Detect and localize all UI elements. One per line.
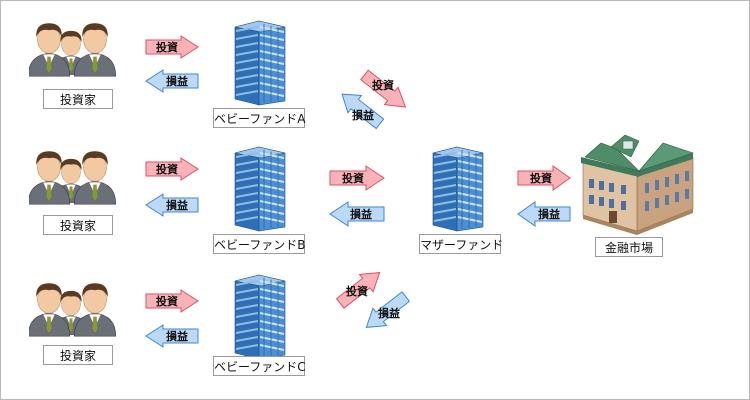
- baby-fund-building-b: [231, 141, 289, 237]
- profit-arrow-label: 損益: [378, 306, 400, 320]
- investment-arrow: 投資: [145, 35, 199, 59]
- profit-arrow: 損益: [145, 193, 199, 217]
- investor-group-b: [27, 147, 129, 213]
- investment-arrow-label: 投資: [372, 78, 394, 92]
- office-building-icon: [234, 274, 286, 360]
- profit-arrow: 損益: [145, 69, 199, 93]
- profit-arrow-label: 損益: [538, 207, 560, 221]
- investment-arrow: 投資: [329, 165, 385, 191]
- investor-group-c: [27, 279, 129, 345]
- investment-arrow: 投資: [517, 165, 571, 191]
- investment-arrow-diagonal-a: 投資: [360, 69, 407, 108]
- investors-icon: [27, 23, 117, 77]
- office-building-icon: [432, 146, 484, 232]
- profit-arrow-label: 損益: [166, 198, 188, 212]
- investment-arrow: 投資: [145, 289, 199, 313]
- mother-fund-label: マザーファンド: [419, 234, 503, 254]
- office-building-icon: [234, 20, 286, 106]
- profit-arrow-label: 損益: [166, 74, 188, 88]
- investment-arrow-label: 投資: [156, 40, 178, 54]
- profit-arrow-label: 損益: [350, 207, 372, 221]
- market-label: 金融市場: [595, 237, 663, 257]
- investor-label-b: 投資家: [43, 215, 113, 235]
- investor-group-a: [27, 19, 129, 85]
- baby-fund-label-a: ベビーファンドA: [213, 108, 306, 128]
- profit-arrow: 損益: [517, 201, 571, 227]
- investors-icon: [27, 151, 117, 205]
- investment-arrow-label: 投資: [346, 284, 368, 298]
- investment-arrow: 投資: [145, 157, 199, 181]
- investors-icon: [27, 283, 117, 337]
- profit-arrow-diagonal-c: 損益: [365, 291, 411, 328]
- profit-arrow: 損益: [329, 201, 385, 227]
- profit-arrow: 損益: [145, 324, 199, 348]
- office-building-icon: [234, 146, 286, 232]
- classical-building-icon: [581, 134, 694, 235]
- profit-arrow-label: 損益: [166, 329, 188, 343]
- investment-arrow-label: 投資: [342, 171, 364, 185]
- investor-label-a: 投資家: [43, 89, 113, 109]
- baby-fund-label-b: ベビーファンドB: [213, 234, 306, 254]
- investment-arrow-label: 投資: [156, 162, 178, 176]
- baby-fund-building-a: [231, 15, 289, 111]
- investment-arrow-label: 投資: [156, 294, 178, 308]
- investor-label-c: 投資家: [43, 345, 113, 365]
- profit-arrow-label: 損益: [352, 108, 374, 122]
- investment-arrow-diagonal-c: 投資: [335, 272, 381, 309]
- profit-arrow-diagonal-a: 損益: [341, 93, 385, 130]
- market-building: [581, 134, 695, 239]
- baby-fund-building-c: [231, 269, 289, 365]
- investment-arrow-label: 投資: [530, 171, 552, 185]
- mother-fund-building: [429, 141, 487, 237]
- baby-fund-label-c: ベビーファンドC: [213, 356, 306, 376]
